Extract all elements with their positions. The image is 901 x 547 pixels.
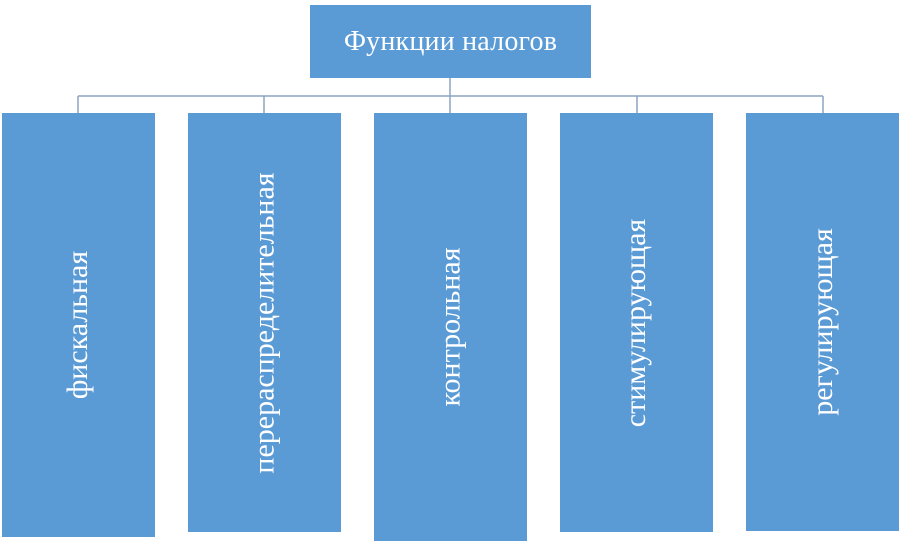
root-node-label: Функции налогов <box>343 25 558 57</box>
node-control: контрольная <box>374 113 527 541</box>
node-regulating-label: регулирующая <box>805 228 839 416</box>
node-fiscal-label: фискальная <box>61 250 95 400</box>
node-redistributive: перераспределительная <box>188 113 341 532</box>
node-fiscal: фискальная <box>2 113 155 537</box>
root-node: Функции налогов <box>310 5 591 78</box>
node-control-label: контрольная <box>433 247 467 407</box>
node-redistributive-label: перераспределительная <box>247 171 281 474</box>
node-regulating: регулирующая <box>746 113 899 531</box>
node-stimulating: стимулирующая <box>560 113 713 532</box>
node-stimulating-label: стимулирующая <box>619 218 653 427</box>
